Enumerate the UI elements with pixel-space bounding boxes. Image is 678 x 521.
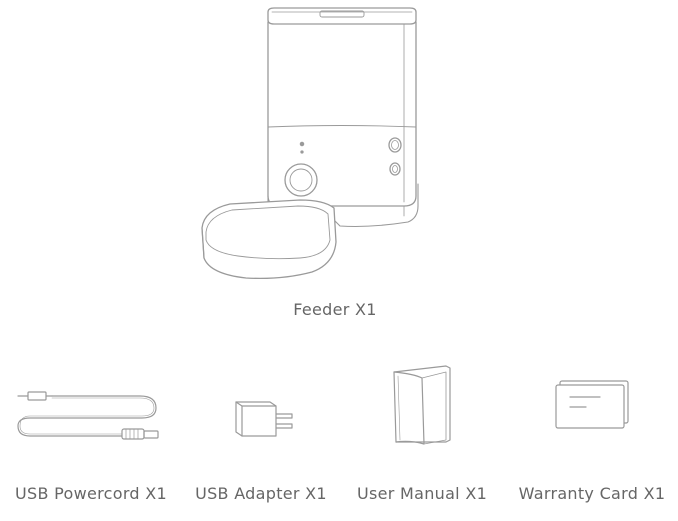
warranty-card-label: Warranty Card X1 — [518, 484, 666, 503]
usb-adapter-label: USB Adapter X1 — [195, 484, 327, 503]
feeder-label: Feeder X1 — [293, 300, 377, 319]
user-manual-label: User Manual X1 — [356, 484, 488, 503]
usb-powercord-label: USB Powercord X1 — [14, 484, 168, 503]
